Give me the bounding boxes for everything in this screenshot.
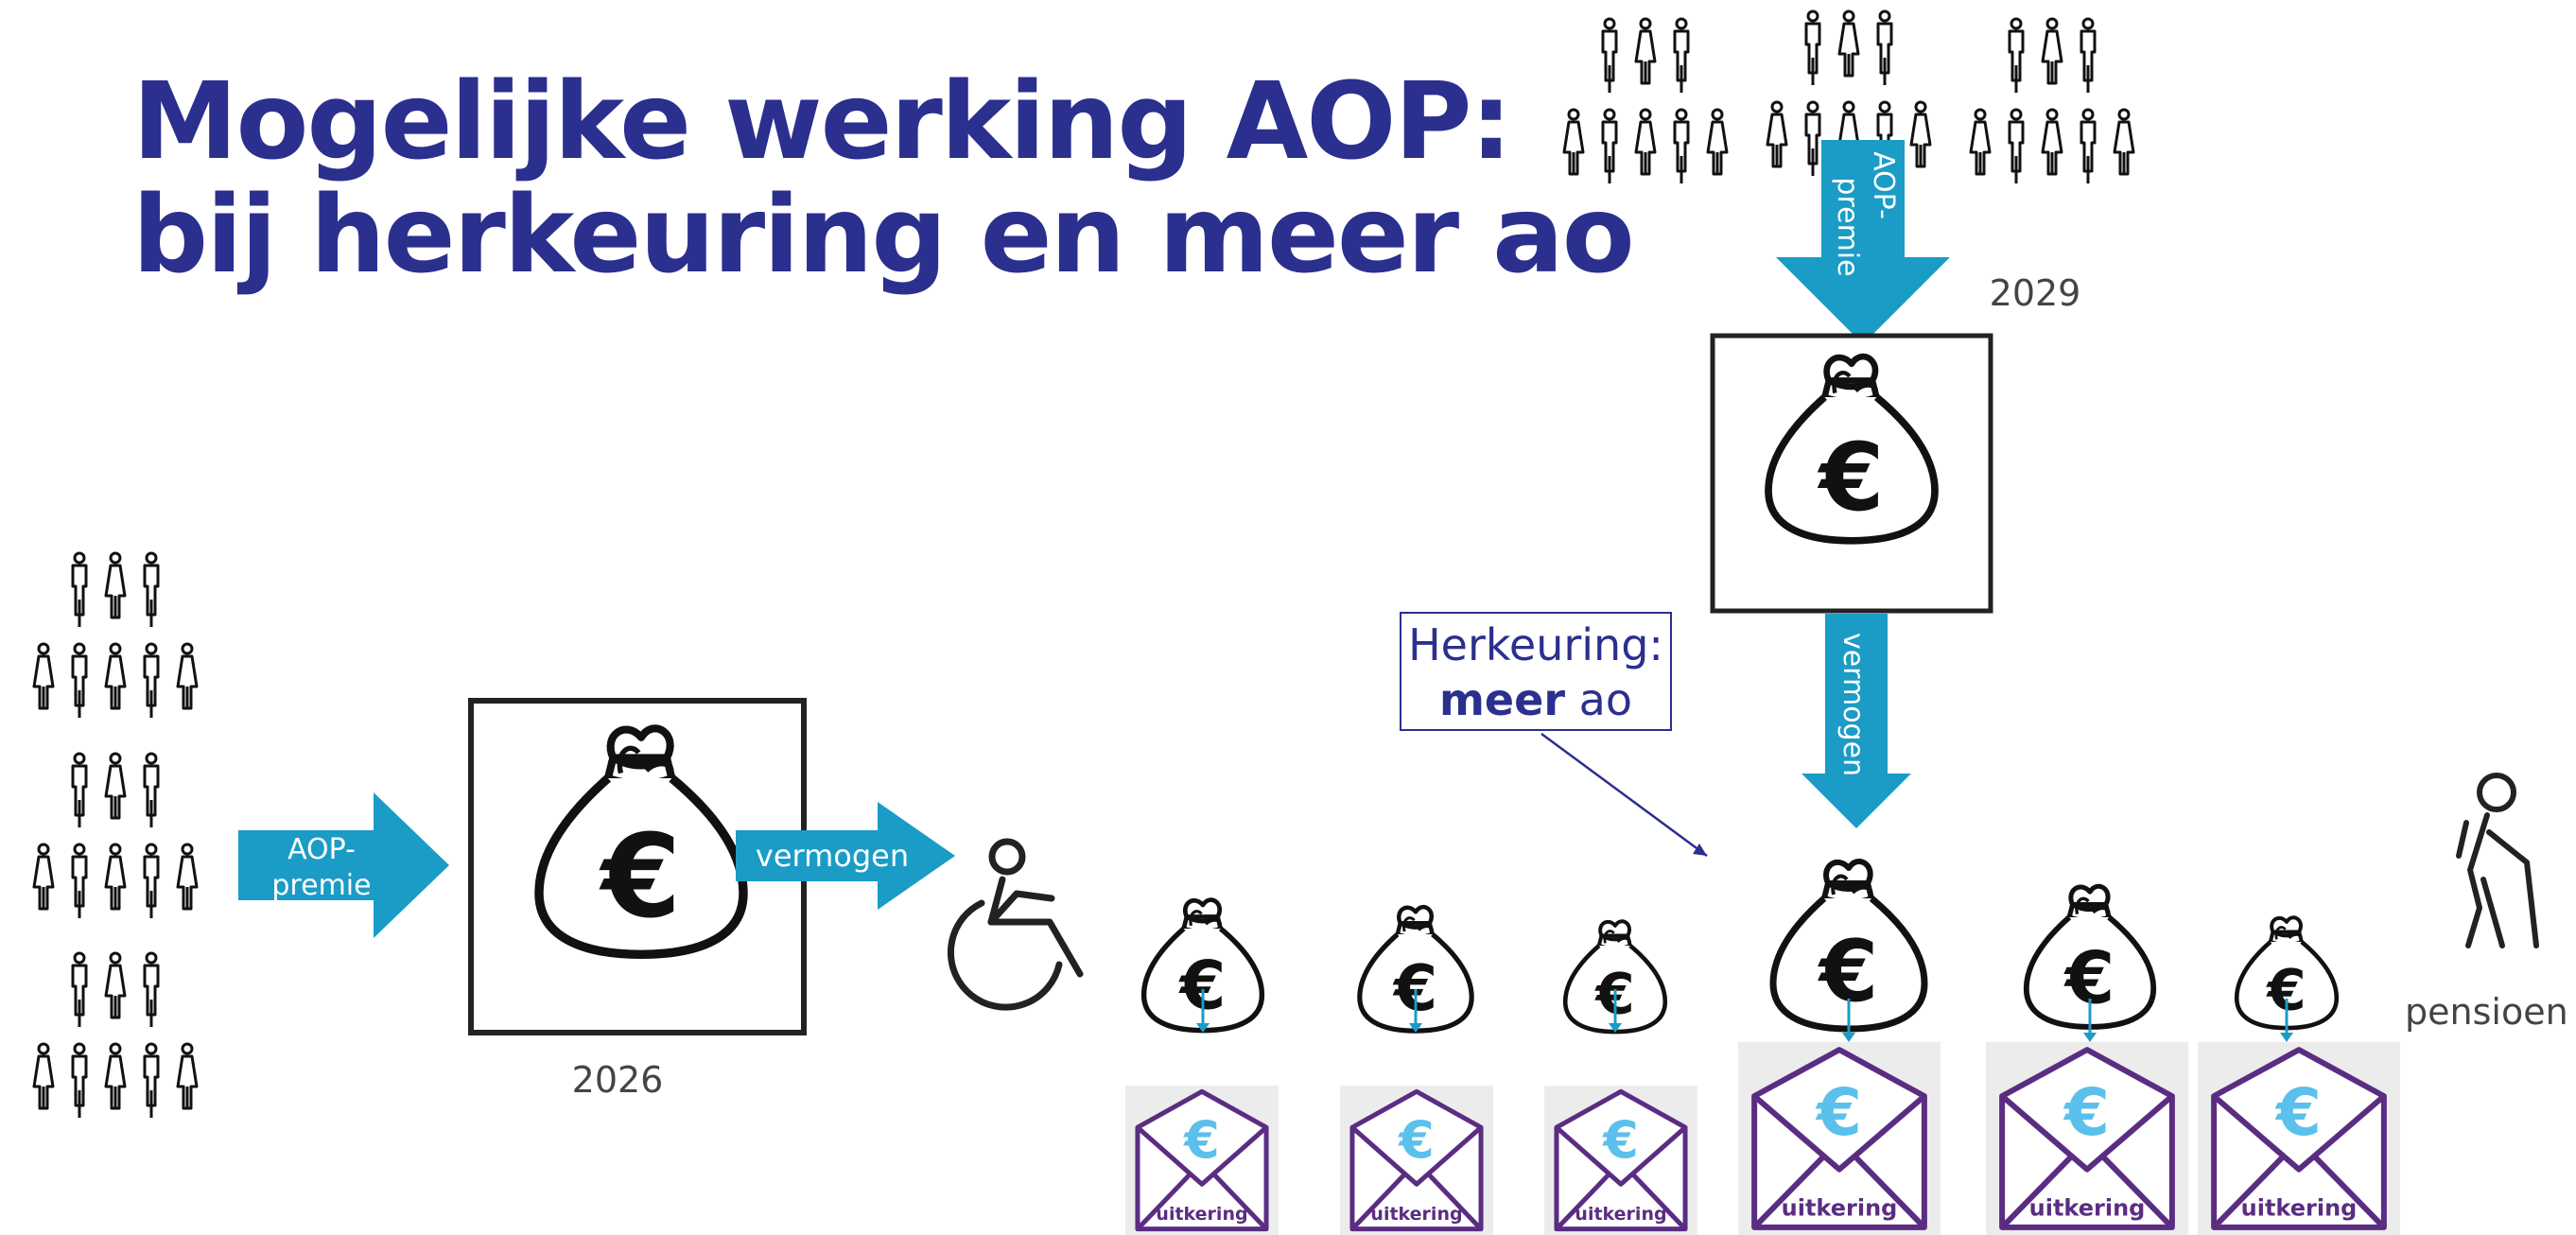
people-group-icon	[32, 551, 199, 1120]
fund-box-2029: €	[1710, 333, 1993, 614]
envelope-euro-icon: € uitkering	[1340, 1086, 1493, 1235]
envelope-euro-symbol: €	[1815, 1075, 1862, 1151]
envelope-label: uitkering	[2029, 1195, 2146, 1222]
premium-arrow-top-line2: premie	[1831, 177, 1864, 276]
people-crowd-icon	[1562, 17, 1729, 185]
people-crowd-icon	[32, 551, 199, 720]
envelope-label: uitkering	[1782, 1195, 1898, 1222]
payout-arrow-head	[1409, 1023, 1422, 1033]
people-crowd-icon	[1969, 17, 2135, 185]
premium-arrow-left-line2: premie	[271, 869, 371, 902]
payout-arrow-head	[2280, 1033, 2293, 1042]
year-label-2029: 2029	[1990, 272, 2081, 314]
assets-arrow-horizontal-label: vermogen	[756, 838, 909, 874]
envelope-label: uitkering	[1156, 1204, 1247, 1225]
money-bag-icon: €	[1768, 357, 1935, 541]
slide-title: Mogelijke werking AOP: bij herkeuring en…	[132, 61, 1635, 297]
elderly-person-icon	[2456, 773, 2539, 948]
payout-arrow-head	[1196, 1023, 1210, 1033]
envelope-euro-symbol: €	[2063, 1075, 2110, 1151]
assets-arrow-vertical: vermogen	[1801, 614, 1911, 828]
payout-arrow-head	[1842, 1033, 1855, 1042]
callout-pointer	[1540, 732, 1708, 858]
callout-line2: meer ao	[1401, 672, 1670, 727]
envelope-euro-icon: € uitkering	[2198, 1042, 2400, 1235]
callout-line1: Herkeuring:	[1408, 619, 1663, 670]
callout-pointer-head	[1693, 844, 1707, 856]
envelope-label: uitkering	[1575, 1204, 1666, 1225]
people-crowd-icon	[32, 752, 199, 920]
callout-herkeuring: Herkeuring: meer ao	[1400, 612, 1672, 731]
envelope-label: uitkering	[1370, 1204, 1462, 1225]
callout-line2-rest: ao	[1565, 674, 1632, 725]
premium-arrow-top: AOP- premie	[1776, 140, 1950, 344]
envelope-euro-icon: € uitkering	[1125, 1086, 1279, 1235]
money-bag-icon: €	[539, 728, 743, 954]
envelope-euro-symbol: €	[1182, 1110, 1220, 1170]
envelope-euro-symbol: €	[1601, 1110, 1639, 1170]
envelope-euro-icon: € uitkering	[1738, 1042, 1941, 1235]
premium-arrow-left: AOP- premie	[238, 792, 449, 938]
year-label-2026: 2026	[572, 1059, 664, 1101]
premium-arrow-top-line1: AOP-	[1867, 151, 1900, 219]
title-line-1: Mogelijke werking AOP:	[132, 61, 1512, 183]
assets-arrow-horizontal: vermogen	[736, 802, 955, 910]
euro-icon: €	[1818, 424, 1885, 532]
euro-icon: €	[599, 809, 682, 944]
people-crowd-icon	[32, 951, 199, 1120]
payout-arrow-head	[1609, 1023, 1622, 1033]
payout-arrow-head	[2083, 1033, 2097, 1042]
envelope-label: uitkering	[2241, 1195, 2358, 1222]
envelope-euro-icon: € uitkering	[1986, 1042, 2188, 1235]
envelope-euro-symbol: €	[1397, 1110, 1435, 1170]
envelope-euro-symbol: €	[2274, 1075, 2322, 1151]
title-line-2: bij herkeuring en meer ao	[132, 173, 1635, 297]
assets-arrow-vertical-label: vermogen	[1836, 633, 1870, 776]
envelope-euro-icon: € uitkering	[1544, 1086, 1697, 1235]
callout-line2-bold: meer	[1439, 674, 1566, 725]
premium-arrow-left-line1: AOP-	[287, 833, 356, 866]
pension-label: pensioen	[2405, 991, 2568, 1033]
wheelchair-icon	[947, 838, 1084, 1011]
timeline: €€uitkering€€uitkering€€uitkering€€uitke…	[1125, 861, 2400, 1235]
